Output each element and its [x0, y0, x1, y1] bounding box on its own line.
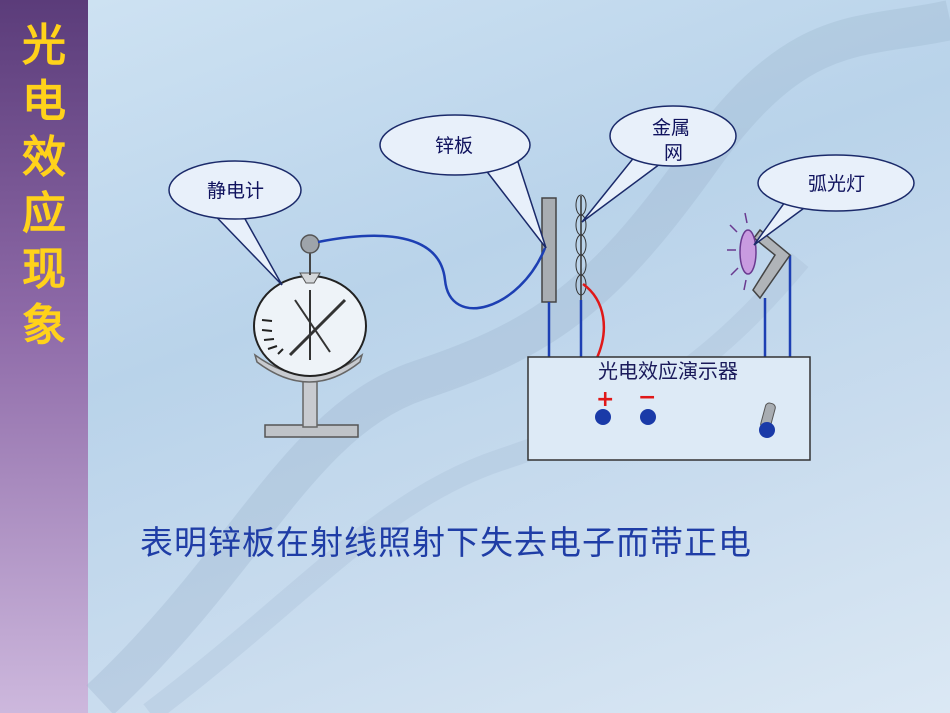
negative-terminal: [640, 409, 656, 425]
conclusion-caption: 表明锌板在射线照射下失去电子而带正电: [140, 523, 752, 562]
sidebar: [0, 0, 88, 713]
minus-sign: −: [638, 385, 656, 410]
callout-arc-lamp-text: 弧光灯: [808, 173, 865, 195]
positive-terminal: [595, 409, 611, 425]
electroscope: [253, 234, 367, 438]
title-char: 现: [22, 244, 66, 295]
title-char: 象: [22, 300, 66, 351]
switch: [759, 402, 776, 438]
callout-electroscope-text: 静电计: [207, 180, 264, 202]
callout-metal-mesh-text-2: 网: [664, 142, 683, 164]
callout-electroscope: 静电计: [168, 160, 302, 286]
metal-mesh: [575, 194, 587, 300]
demonstrator-box: 光电效应演示器 + −: [527, 356, 811, 461]
background-scenery: [86, 0, 950, 713]
arc-lamp: [727, 212, 792, 357]
callout-zinc-plate: 锌板: [379, 114, 547, 249]
electroscope-wire: [317, 234, 547, 310]
title-char: 效: [22, 132, 66, 183]
callout-zinc-plate-text: 锌板: [435, 135, 473, 157]
callout-arc-lamp: 弧光灯: [753, 154, 915, 246]
title-char: 应: [22, 188, 66, 239]
demonstrator-label: 光电效应演示器: [598, 359, 738, 383]
slide-title: 光 电 效 应 现 象: [16, 18, 72, 354]
title-char: 光: [22, 20, 66, 71]
callout-metal-mesh: 金属 网: [581, 105, 737, 223]
title-char: 电: [22, 76, 66, 127]
plus-sign: +: [596, 387, 614, 412]
callout-metal-mesh-text-1: 金属: [652, 117, 690, 139]
